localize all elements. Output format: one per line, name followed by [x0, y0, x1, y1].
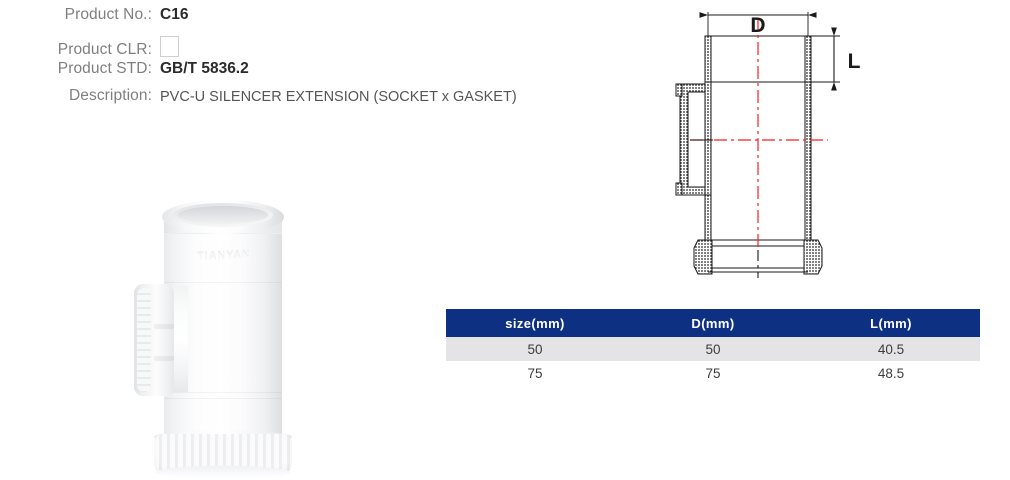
dimension-d: D — [699, 12, 817, 37]
dimension-table-body: 50 50 40.5 75 75 48.5 — [446, 337, 980, 385]
table-row: 75 75 48.5 — [446, 361, 980, 385]
cell-size: 50 — [446, 337, 624, 361]
spec-label-product-std: Product STD: — [57, 60, 152, 77]
table-header-l: L(mm) — [802, 309, 980, 337]
table-row: 50 50 40.5 — [446, 337, 980, 361]
spec-value-product-no: C16 — [160, 6, 189, 23]
cell-l: 48.5 — [802, 361, 980, 385]
technical-drawing-svg: D L — [675, 12, 861, 278]
branch-slot-lower — [154, 356, 174, 361]
table-header-size: size(mm) — [446, 309, 624, 337]
cell-d: 75 — [624, 361, 802, 385]
socket-bore — [178, 206, 268, 224]
dimension-d-label: D — [750, 14, 765, 37]
spec-row-product-std: Product STD: GB/T 5836.2 — [0, 60, 640, 87]
spec-row-description: Description: PVC-U SILENCER EXTENSION (S… — [0, 87, 640, 114]
table-header-d: D(mm) — [624, 309, 802, 337]
body-seam-upper — [165, 282, 281, 283]
drawing-outlines: D L — [675, 12, 861, 278]
product-photo-stage: TIANYAN — [112, 196, 336, 480]
spec-label-product-clr: Product CLR: — [57, 41, 152, 58]
cell-size: 75 — [446, 361, 624, 385]
spec-label-product-no: Product No.: — [64, 6, 152, 23]
spec-value-product-std: GB/T 5836.2 — [160, 60, 249, 77]
cell-l: 40.5 — [802, 337, 980, 361]
branch-nut-ribs — [137, 288, 151, 392]
collar-bottom-edge — [156, 466, 290, 479]
product-spec-list: Product No.: C16 Product CLR: Product ST… — [0, 6, 640, 114]
spec-label-description: Description: — [68, 87, 152, 104]
centerlines — [690, 18, 828, 278]
dimension-table: size(mm) D(mm) L(mm) 50 50 40.5 75 75 48… — [446, 309, 980, 385]
branch-slot-upper — [154, 324, 174, 329]
body-seam-lower — [165, 392, 281, 393]
spec-value-product-clr — [160, 33, 179, 59]
table-header-row: size(mm) D(mm) L(mm) — [446, 309, 980, 337]
dimension-l: L — [808, 27, 861, 91]
body-seam-lower-2 — [165, 398, 281, 399]
spec-row-product-no: Product No.: C16 — [0, 6, 640, 33]
dimension-l-label: L — [848, 50, 861, 73]
dimension-table-head: size(mm) D(mm) L(mm) — [446, 309, 980, 337]
spec-row-product-clr: Product CLR: — [0, 33, 640, 60]
branch-outlet-section — [675, 83, 706, 196]
cell-d: 50 — [624, 337, 802, 361]
product-photo: TIANYAN — [112, 196, 336, 480]
technical-drawing: D L — [668, 0, 878, 295]
spec-value-description: PVC-U SILENCER EXTENSION (SOCKET x GASKE… — [160, 89, 517, 105]
color-swatch — [160, 36, 179, 57]
